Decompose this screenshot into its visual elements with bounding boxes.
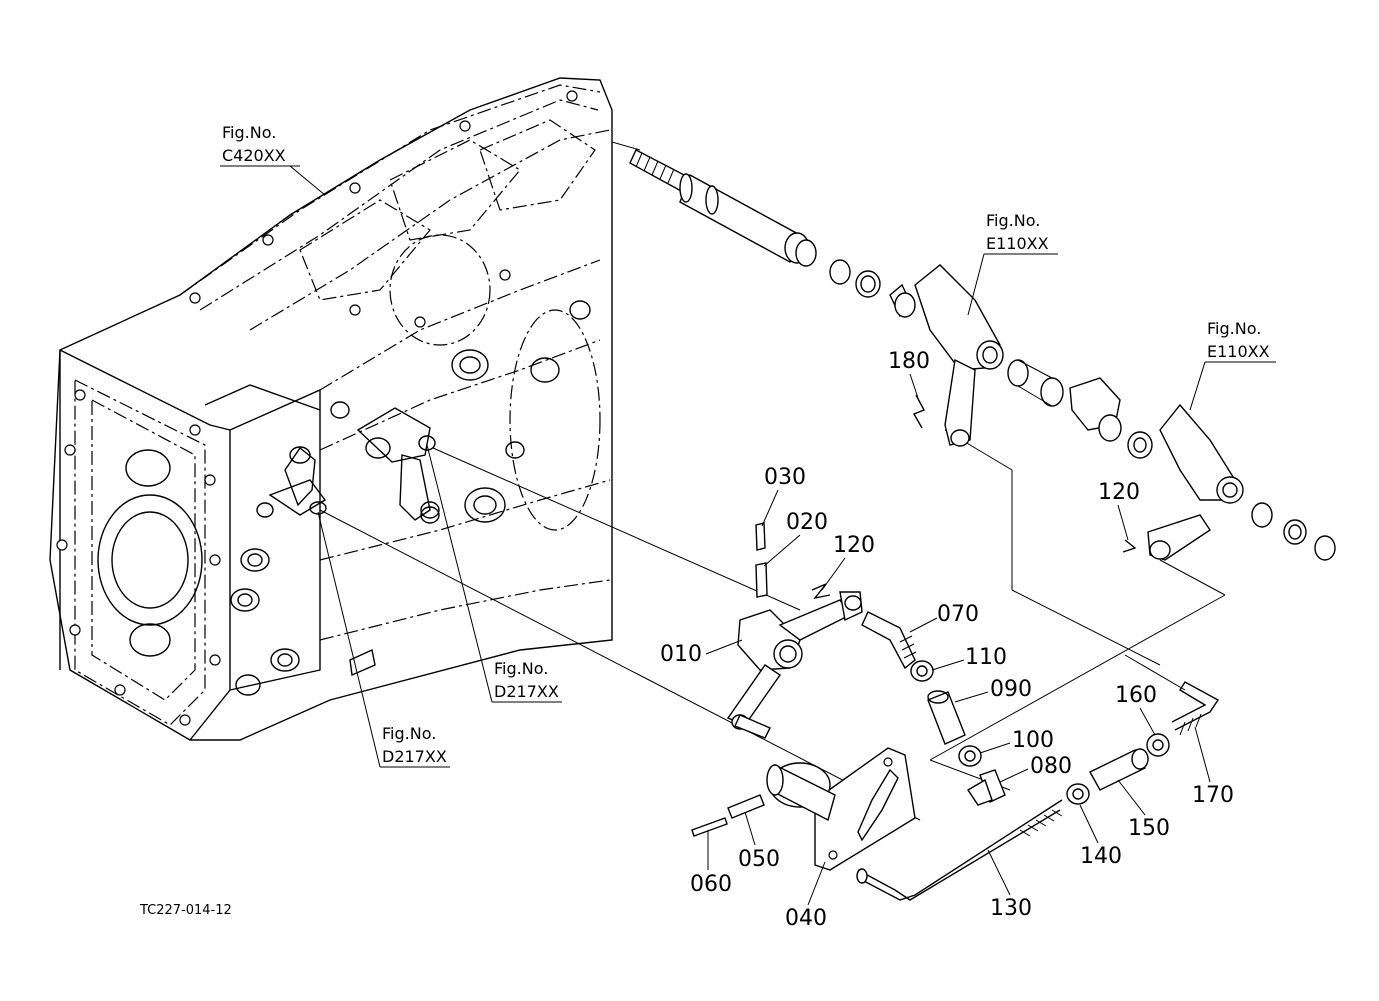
fig-ref-line1: Fig.No.: [222, 123, 276, 142]
callout-090[interactable]: 090: [954, 677, 1032, 703]
callout-080[interactable]: 080: [999, 754, 1072, 783]
callout-140[interactable]: 140: [1079, 804, 1122, 869]
callout-030[interactable]: 030: [761, 465, 806, 527]
part-number: 110: [965, 645, 1007, 670]
part-number: 120: [833, 533, 875, 558]
fig-ref-line1: Fig.No.: [494, 659, 548, 678]
callout-160[interactable]: 160: [1115, 683, 1157, 736]
part-number: 090: [990, 677, 1032, 702]
drawing-code: TC227-014-12: [139, 903, 232, 918]
callout-130[interactable]: 130: [987, 849, 1032, 921]
fig-ref-line1: Fig.No.: [986, 211, 1040, 230]
callout-120a[interactable]: 120: [811, 533, 875, 600]
callout-020[interactable]: 020: [763, 510, 828, 567]
callout-040[interactable]: 040: [785, 861, 827, 931]
transmission-housing: [49, 77, 613, 741]
fig-ref-line2: E110XX: [1207, 342, 1270, 361]
callout-100[interactable]: 100: [979, 728, 1054, 754]
callout-110[interactable]: 110: [931, 645, 1007, 671]
part-number: 140: [1080, 844, 1122, 869]
part-number: 150: [1128, 816, 1170, 841]
part-number: 030: [764, 465, 806, 490]
fig-ref-e110a[interactable]: Fig.No. E110XX: [967, 211, 1058, 316]
fig-ref-line1: Fig.No.: [1207, 319, 1261, 338]
fig-ref-line1: Fig.No.: [382, 724, 436, 743]
lower-lever-assembly: [691, 522, 1220, 901]
fig-ref-line2: D217XX: [494, 682, 559, 701]
part-number: 130: [990, 896, 1032, 921]
part-number: 170: [1192, 783, 1234, 808]
part-number: 160: [1115, 683, 1157, 708]
callout-060[interactable]: 060: [690, 830, 732, 897]
fig-ref-line2: C420XX: [222, 146, 286, 165]
upper-shaft-assembly: [629, 149, 1336, 561]
part-number: 080: [1030, 754, 1072, 779]
part-number: 180: [888, 349, 930, 374]
part-number: 070: [937, 602, 979, 627]
callout-010[interactable]: 010: [660, 639, 743, 667]
part-callouts: 030 020 120 010 070 110 090 100: [660, 349, 1234, 931]
callout-150[interactable]: 150: [1117, 779, 1170, 841]
callout-180[interactable]: 180: [888, 349, 930, 399]
part-number: 120: [1098, 480, 1140, 505]
fig-ref-line2: E110XX: [986, 234, 1049, 253]
fig-ref-e110b[interactable]: Fig.No. E110XX: [1189, 319, 1276, 411]
part-number: 060: [690, 872, 732, 897]
part-number: 020: [786, 510, 828, 535]
callout-120b[interactable]: 120: [1098, 480, 1140, 541]
fig-ref-d217a[interactable]: Fig.No. D217XX: [426, 444, 562, 703]
part-number: 010: [660, 642, 702, 667]
callout-050[interactable]: 050: [738, 811, 780, 872]
callout-170[interactable]: 170: [1192, 726, 1234, 808]
part-number: 050: [738, 847, 780, 872]
fig-ref-c420[interactable]: Fig.No. C420XX: [220, 123, 326, 196]
fig-ref-line2: D217XX: [382, 747, 447, 766]
part-number: 040: [785, 906, 827, 931]
callout-070[interactable]: 070: [909, 602, 979, 633]
part-number: 100: [1012, 728, 1054, 753]
fig-ref-d217b[interactable]: Fig.No. D217XX: [317, 511, 450, 768]
